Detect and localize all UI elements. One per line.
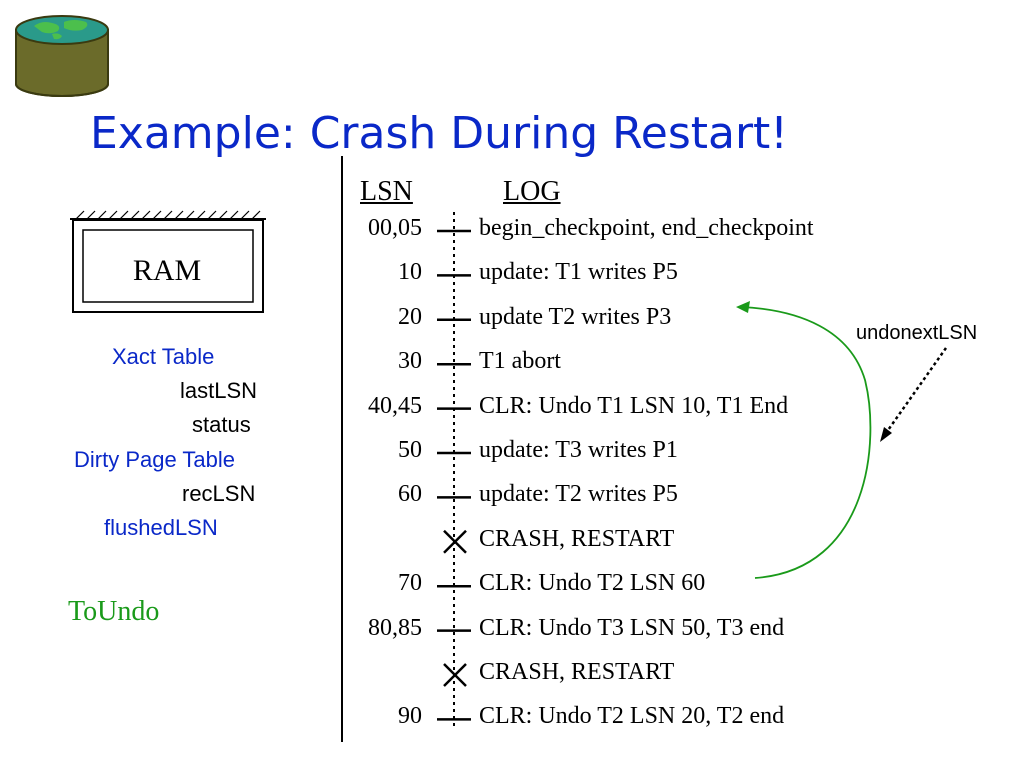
status-label: status [192, 412, 251, 437]
slide-title: Example: Crash During Restart! [90, 108, 788, 159]
database-disk-icon [15, 15, 109, 97]
log-entry-text: update: T3 writes P1 [479, 437, 678, 463]
log-lsn: 00,05 [368, 215, 422, 241]
log-lsn: 60 [398, 481, 422, 508]
log-lsn: 50 [398, 437, 422, 463]
log-entry-text: CLR: Undo T3 LSN 50, T3 end [479, 614, 785, 641]
log-entry-text: update: T2 writes P5 [479, 481, 678, 508]
to-undo-label: ToUndo [68, 596, 160, 627]
log-entry-text: CLR: Undo T1 LSN 10, T1 End [479, 392, 789, 419]
ram-label: RAM [132, 254, 202, 287]
log-entry-text: begin_checkpoint, end_checkpoint [479, 215, 814, 241]
log-entry-text: CRASH, RESTART [479, 525, 675, 552]
dirty-page-table-label: Dirty Page Table [74, 447, 236, 472]
log-entry-text: CRASH, RESTART [479, 659, 675, 685]
log-header: LOG [503, 176, 561, 207]
undonext-lsn-label: undonextLSN [856, 322, 978, 344]
flushed-lsn-label: flushedLSN [104, 515, 218, 540]
log-lsn: 90 [398, 703, 422, 730]
log-entry-text: T1 abort [479, 348, 561, 375]
log-entry-text: update: T1 writes P5 [479, 259, 678, 286]
lsn-header: LSN [360, 176, 413, 207]
log-lsn: 80,85 [368, 614, 422, 641]
log-lsn: 20 [398, 303, 422, 330]
rec-lsn-label: recLSN [182, 481, 256, 506]
ram-box [70, 210, 266, 313]
log-entry-text: update T2 writes P3 [479, 303, 672, 330]
log-lsn: 70 [398, 570, 422, 597]
undonext-arrow [736, 301, 872, 579]
crash-cross-icon [443, 529, 467, 554]
log-entry-text: CLR: Undo T2 LSN 20, T2 end [479, 703, 785, 730]
log-lsn: 40,45 [368, 392, 422, 419]
log-markers [437, 229, 471, 721]
last-lsn-label: lastLSN [180, 378, 258, 403]
log-lsn: 10 [398, 259, 422, 286]
xact-table-label: Xact Table [112, 344, 215, 369]
log-entry-text: CLR: Undo T2 LSN 60 [479, 570, 706, 597]
log-lsn: 30 [398, 348, 422, 375]
annotation-pointer-arrow [880, 347, 948, 442]
crash-cross-icon [443, 663, 467, 687]
